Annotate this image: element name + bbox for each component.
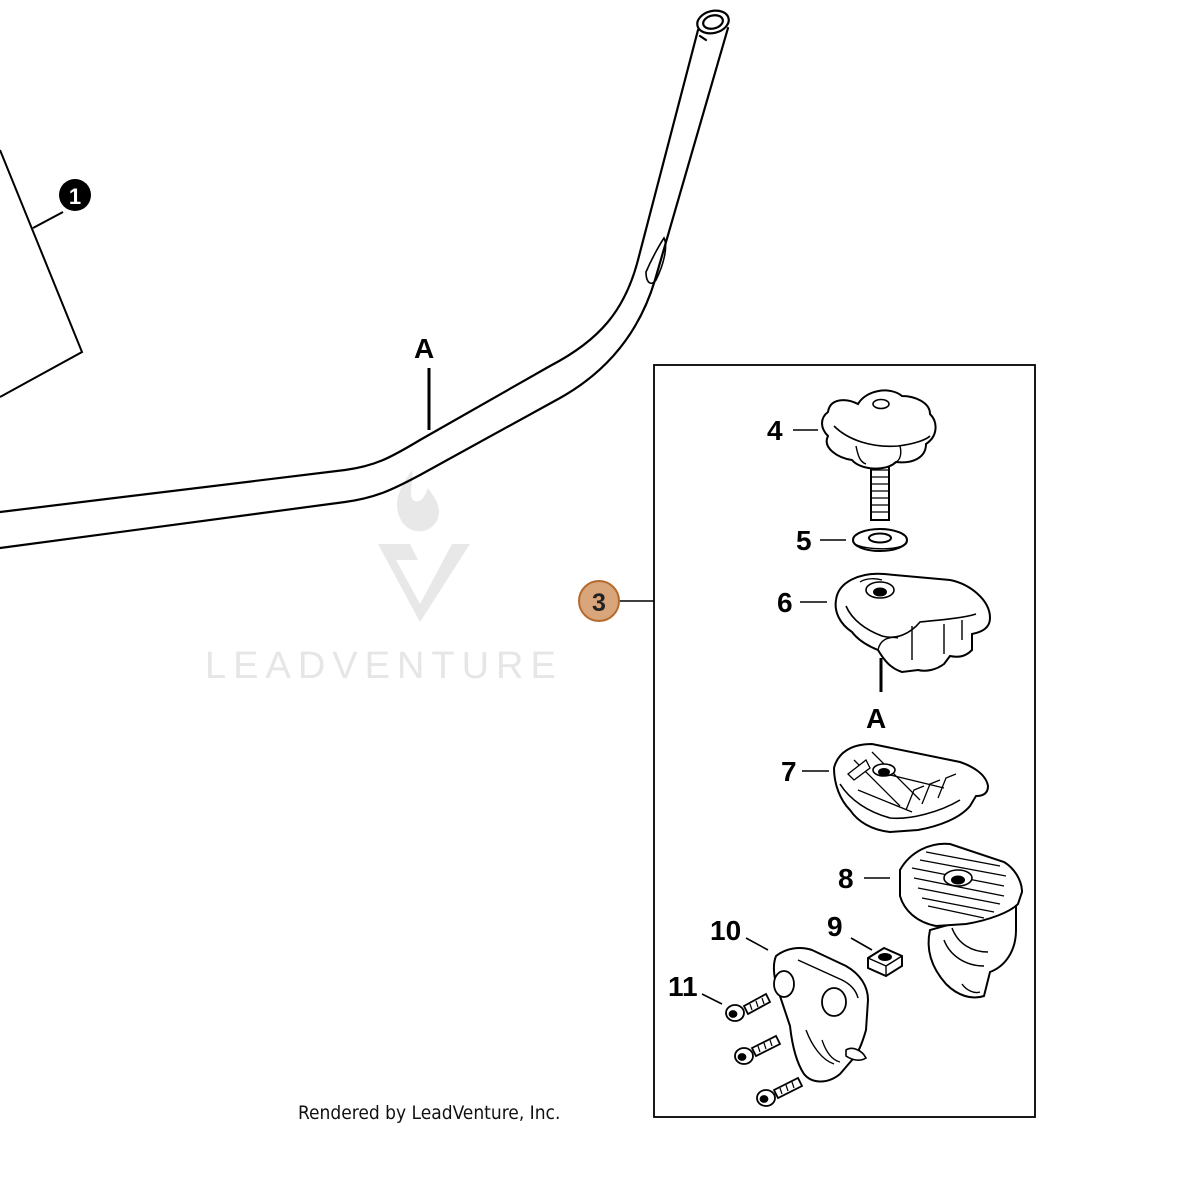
part-11-label: 11 (668, 971, 698, 1002)
part-4-label: 4 (767, 415, 783, 446)
part-6-label: 6 (777, 587, 793, 618)
part-5-label: 5 (796, 525, 812, 556)
callout-1: 1 (32, 179, 91, 229)
part-5-washer[interactable] (820, 528, 908, 552)
part-10-clamp-housing[interactable] (745, 937, 870, 1083)
tube-reference-label: A (414, 333, 434, 364)
render-credit: Rendered by LeadVenture, Inc. (298, 1102, 561, 1124)
part-4-star-knob[interactable] (793, 389, 937, 521)
watermark-logo-icon (378, 470, 470, 622)
kit-frame (653, 364, 1036, 1118)
screw-1 (725, 992, 772, 1022)
part-6-clamp-cover[interactable] (800, 572, 992, 674)
part-7-clamp-plate[interactable] (802, 742, 990, 834)
callout-3[interactable]: 3 (578, 580, 654, 622)
part-9-label: 9 (827, 911, 843, 942)
part-8-label: 8 (838, 863, 854, 894)
part-7-label: 7 (781, 756, 797, 787)
panel-outline (0, 149, 84, 398)
part-9-square-nut[interactable] (850, 937, 903, 978)
kit-reference-label: A (866, 703, 886, 734)
watermark-text: LEADVENTURE (205, 645, 563, 687)
callout-1-label: 1 (69, 184, 81, 209)
screw-2 (734, 1034, 782, 1065)
callout-3-label: 3 (592, 589, 606, 617)
part-11-screws[interactable] (701, 992, 804, 1107)
part-8-handle-support[interactable] (864, 842, 1024, 999)
handle-tube (0, 9, 730, 550)
screw-3 (756, 1076, 804, 1107)
part-10-label: 10 (710, 915, 741, 946)
